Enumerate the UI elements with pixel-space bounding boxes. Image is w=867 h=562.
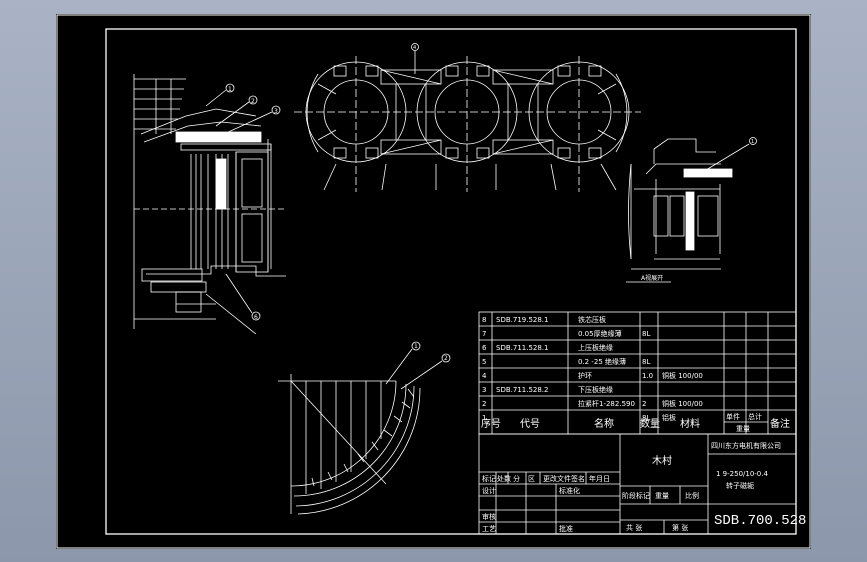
section-label: A视展开 bbox=[641, 274, 663, 282]
outer-frame bbox=[56, 14, 811, 549]
tb-zone: 区 bbox=[528, 475, 535, 483]
cad-viewport[interactable]: 1 2 3 6 bbox=[56, 14, 811, 549]
bom-qty: 1.0 bbox=[642, 372, 653, 380]
drawing-number: SDB.700.528 bbox=[714, 513, 806, 529]
bom-material: 铝板 bbox=[662, 413, 676, 422]
bom-row: 1 8L 铝板 bbox=[482, 413, 676, 422]
bom-qty: 8L bbox=[642, 330, 650, 338]
bom-material: 铜板 100/00 bbox=[662, 371, 703, 380]
bom-material: 铜板 100/00 bbox=[662, 399, 703, 408]
company-name: 四川东方电机有限公司 bbox=[711, 441, 781, 450]
bom-qty: 2 bbox=[642, 400, 646, 408]
bom-rows: 8 SDB.719.528.1 铁芯压板 7 0.05厚绝缘薄 8L 6 SDB… bbox=[482, 315, 703, 422]
quarter-arc-view bbox=[278, 341, 451, 515]
engineering-drawing: 1 2 3 6 bbox=[56, 14, 811, 549]
bom-code: SDB.719.528.1 bbox=[496, 316, 549, 324]
balloon-label: 1 bbox=[228, 86, 232, 93]
left-view-balloons bbox=[205, 83, 281, 321]
bom-row: 6 SDB.711.528.1 上压板绝缘 bbox=[482, 343, 613, 352]
bom-header-weight: 重量 bbox=[736, 425, 750, 433]
bom-row: 4 护环 1.0 铜板 100/00 bbox=[482, 371, 703, 380]
bom-no: 7 bbox=[482, 330, 486, 338]
bom-no: 1 bbox=[482, 414, 486, 422]
bom-row: 8 SDB.719.528.1 铁芯压板 bbox=[482, 315, 606, 324]
side-detail-view bbox=[626, 137, 757, 283]
bom-name: 铁芯压板 bbox=[578, 315, 606, 324]
tb-change-sign: 更改文件签名 bbox=[543, 474, 585, 483]
tb-mark: 标记 bbox=[482, 474, 496, 483]
bom-header: 序号 代号 名称 数量 材料 单件 总计 重量 备注 bbox=[481, 412, 790, 433]
bom-header-material: 材料 bbox=[680, 417, 700, 430]
tb-sheets-total: 共 张 bbox=[626, 523, 642, 532]
bom-no: 5 bbox=[482, 358, 486, 366]
bom-name: 0.05厚绝缘薄 bbox=[578, 329, 622, 338]
inner-frame bbox=[105, 28, 797, 535]
bom-name: 拉紧杆1-282.590 bbox=[578, 399, 635, 408]
bom-name: 上压板绝缘 bbox=[578, 343, 613, 352]
material-box: 木村 bbox=[652, 454, 672, 467]
left-section-view bbox=[133, 74, 286, 335]
bom-header-remark: 备注 bbox=[770, 417, 790, 430]
tb-approve: 批准 bbox=[559, 524, 573, 533]
balloon-label: 4 bbox=[413, 45, 416, 51]
bom-header-name: 名称 bbox=[594, 417, 614, 430]
tb-count: 处数 bbox=[497, 474, 511, 483]
bom-no: 8 bbox=[482, 316, 486, 324]
bom-row: 2 拉紧杆1-282.590 2 铜板 100/00 bbox=[482, 399, 703, 408]
bom-header-total: 总计 bbox=[748, 412, 762, 421]
balloon-label: 6 bbox=[254, 314, 258, 321]
balloon-label: 1 bbox=[751, 139, 754, 145]
tb-weight: 重量 bbox=[655, 492, 669, 500]
tb-part: 分 bbox=[513, 474, 520, 483]
bom-no: 3 bbox=[482, 386, 486, 394]
bom-code: SDB.711.528.1 bbox=[496, 344, 549, 352]
bom-header-no: 序号 bbox=[481, 417, 501, 430]
bom-no: 4 bbox=[482, 372, 487, 380]
balloon-label: 1 bbox=[414, 343, 418, 350]
part-name-line2: 转子磁轭 bbox=[726, 481, 754, 490]
bom-qty: 8L bbox=[642, 358, 650, 366]
left-view-balloon-labels: 1 2 3 6 bbox=[228, 86, 278, 321]
balloon-label: 3 bbox=[274, 108, 278, 115]
title-block-text: 标记 处数 分 区 更改文件签名 年月日 设计 标准化 审核 工艺 批准 木村 … bbox=[482, 441, 806, 533]
bom-name: 0.2 -25 绝缘薄 bbox=[578, 357, 626, 366]
bom-row: 3 SDB.711.528.2 下压板绝缘 bbox=[482, 385, 613, 394]
bom-row: 5 0.2 -25 绝缘薄 8L bbox=[482, 357, 650, 366]
tb-review: 审核 bbox=[482, 512, 496, 521]
balloon-label: 2 bbox=[251, 98, 255, 105]
tb-design: 设计 bbox=[482, 486, 496, 495]
bom-header-code: 代号 bbox=[520, 418, 540, 430]
top-developed-view bbox=[294, 43, 641, 192]
title-block-grid bbox=[478, 433, 797, 535]
tb-sheet-no: 第 张 bbox=[672, 523, 688, 532]
tb-date: 年月日 bbox=[589, 474, 610, 483]
bom-row: 7 0.05厚绝缘薄 8L bbox=[482, 329, 650, 338]
bom-qty: 8L bbox=[642, 414, 650, 422]
tb-process: 工艺 bbox=[482, 525, 496, 533]
bom-name: 下压板绝缘 bbox=[578, 385, 613, 394]
bom-no: 2 bbox=[482, 400, 486, 408]
tb-scale: 比例 bbox=[685, 491, 699, 500]
bom-no: 6 bbox=[482, 344, 487, 352]
tb-stage: 阶段标记 bbox=[622, 491, 650, 500]
balloon-label: 2 bbox=[444, 355, 448, 362]
bom-header-unit: 单件 bbox=[726, 412, 740, 421]
bom-name: 护环 bbox=[578, 371, 592, 380]
part-name-line1: 1 9-250/10-0.4 bbox=[716, 470, 768, 478]
bom-header-qty: 数量 bbox=[640, 417, 660, 430]
tb-standard: 标准化 bbox=[559, 486, 580, 495]
bom-code: SDB.711.528.2 bbox=[496, 386, 549, 394]
